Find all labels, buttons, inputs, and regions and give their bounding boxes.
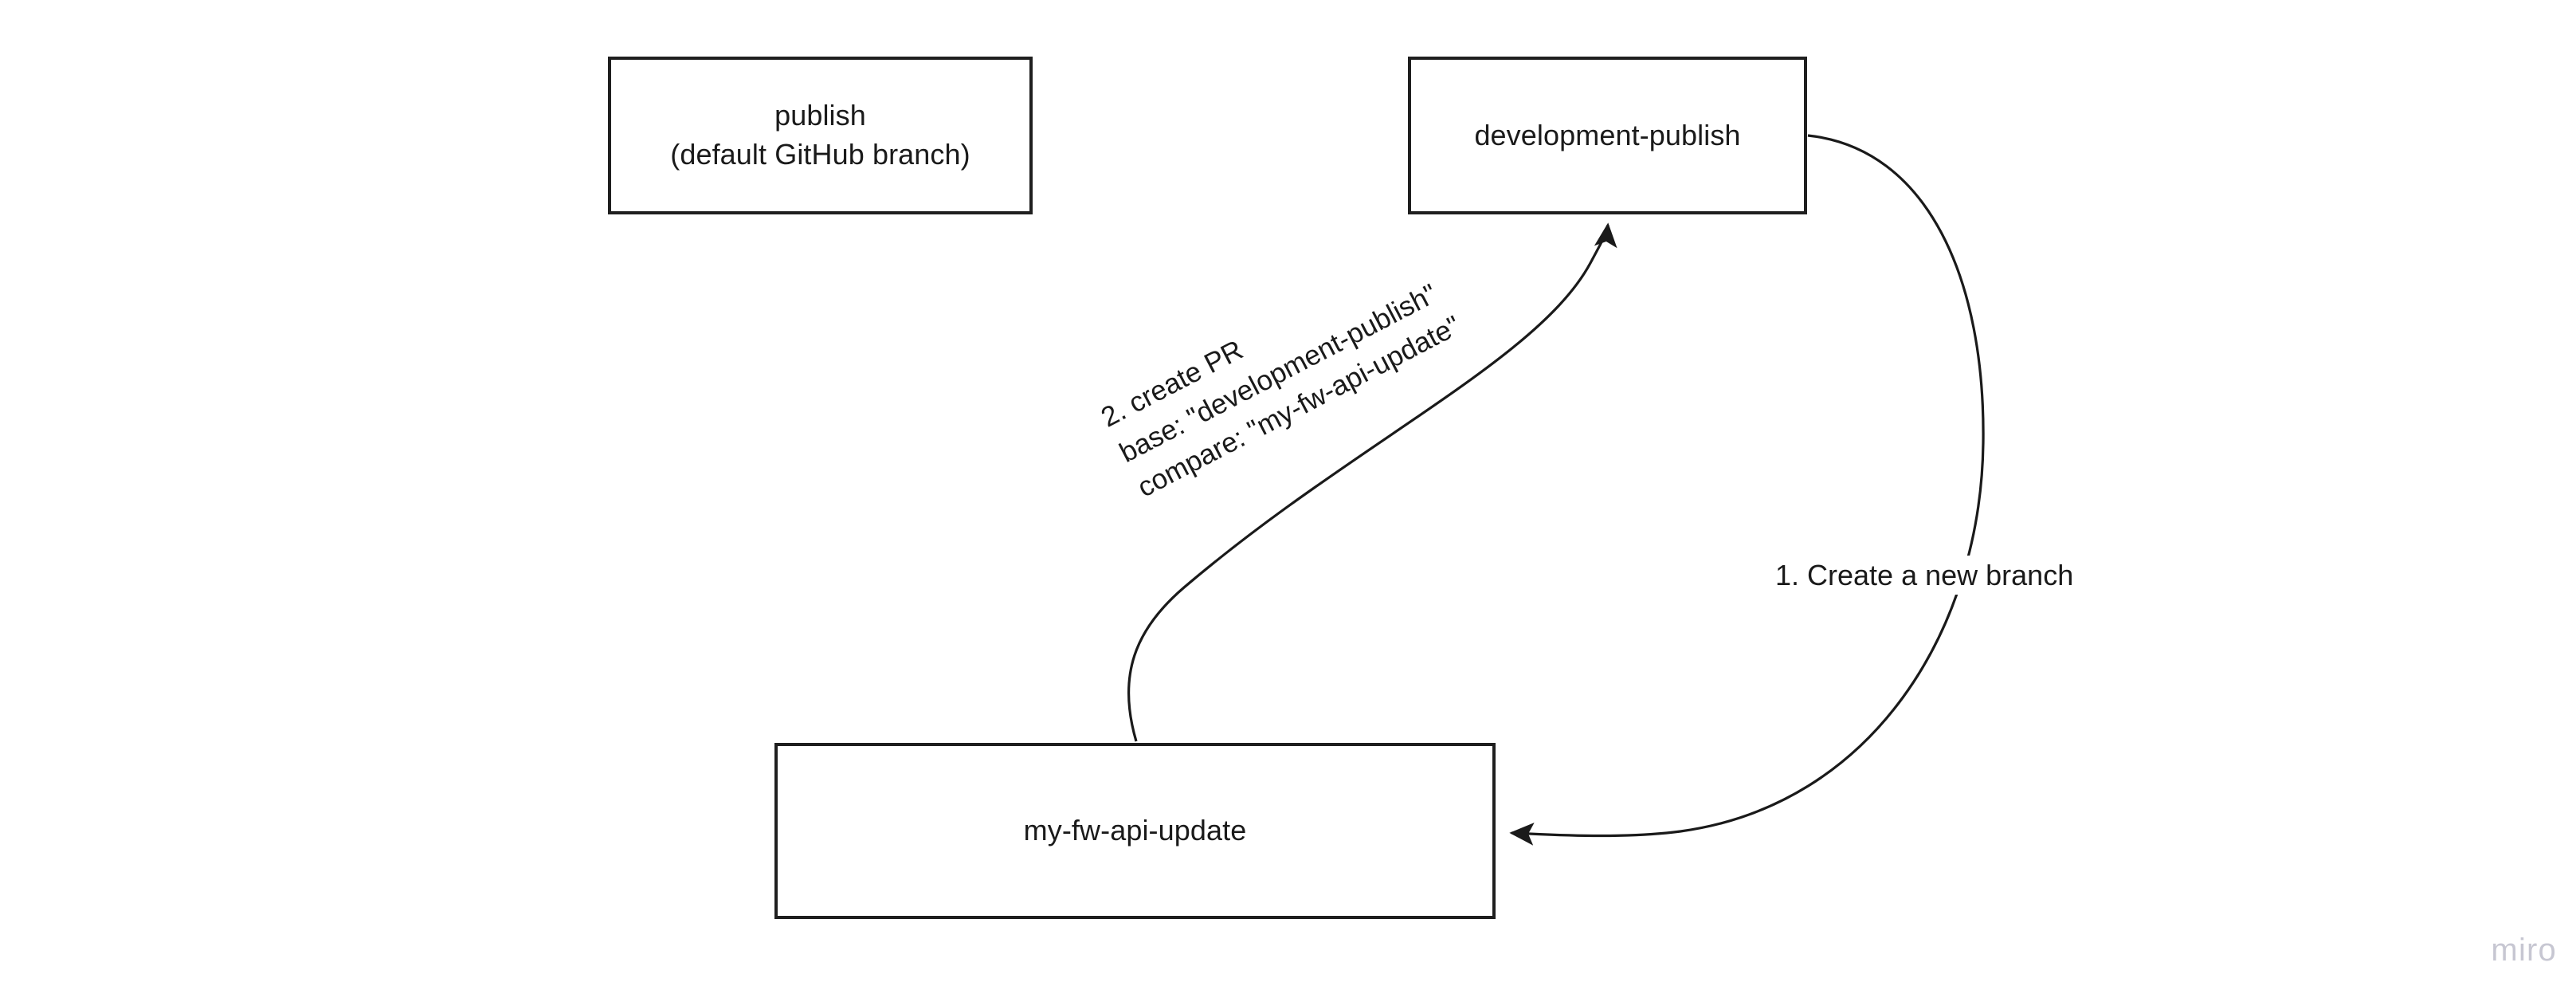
node-my-fw-api-update[interactable]: my-fw-api-update [774,743,1496,919]
node-development-publish-label: development-publish [1474,118,1741,151]
edge-create-branch [1509,134,1985,846]
node-my-fw-api-update-label: my-fw-api-update [1023,814,1247,847]
miro-watermark: miro [2491,933,2557,968]
node-publish[interactable]: publish (default GitHub branch) [608,57,1033,214]
node-publish-label: publish (default GitHub branch) [670,99,970,171]
edge-create-pr [1127,222,1617,742]
node-development-publish[interactable]: development-publish [1408,57,1807,214]
edge-label-create-branch: 1. Create a new branch [1770,556,2079,595]
